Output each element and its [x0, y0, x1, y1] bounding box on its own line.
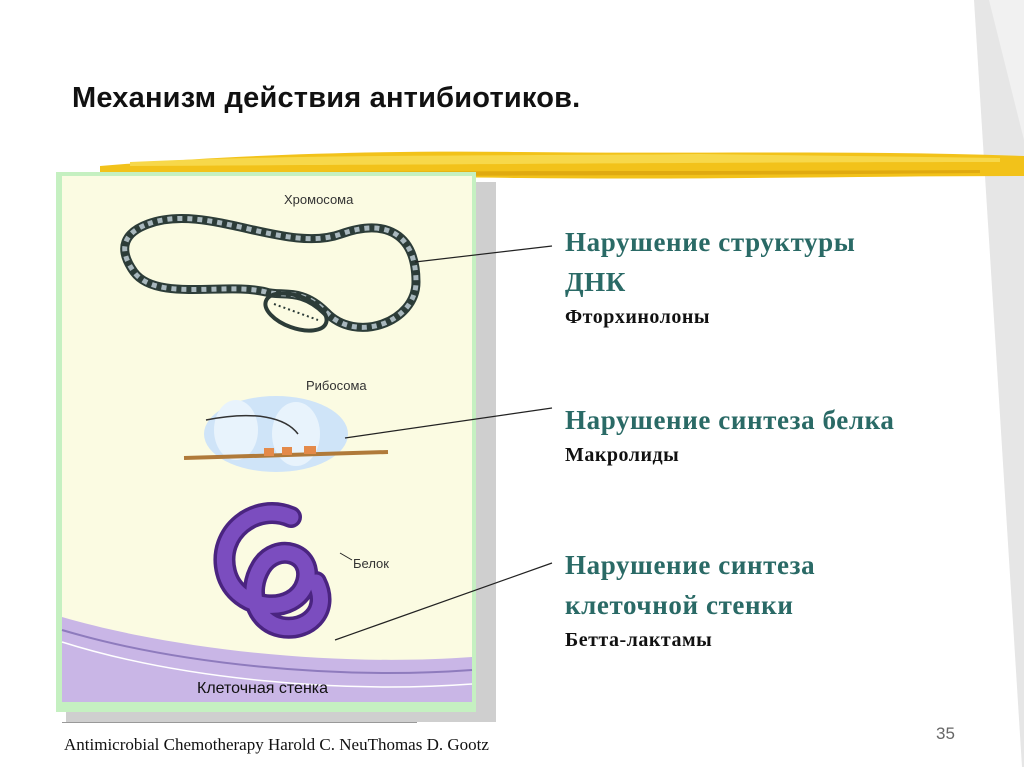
mechanism-cell-wall: Нарушение синтеза клеточной стенки Бетта… [565, 545, 815, 655]
protein-strand [213, 502, 332, 639]
mechanism-dna-heading-1: Нарушение структуры [565, 227, 856, 257]
mechanism-protein-synthesis: Нарушение синтеза белка Макролиды [565, 400, 894, 470]
mechanism-cell-wall-drug: Бетта-лактамы [565, 629, 713, 651]
label-protein: Белок [353, 556, 389, 571]
page-corner-fold [974, 0, 1024, 767]
label-chromosome: Хромосома [284, 192, 354, 207]
label-ribosome: Рибосома [306, 378, 367, 393]
mechanism-cell-wall-heading-1: Нарушение синтеза [565, 550, 816, 580]
chromosome-dna-helix [120, 214, 421, 333]
cell-illustration [56, 172, 496, 722]
bacterial-cell-figure: Хромосома Рибосома Белок Клеточная стенк… [56, 172, 502, 728]
mechanism-dna: Нарушение структуры ДНК Фторхинолоны [565, 222, 855, 332]
citation-text: Antimicrobial Chemotherapy Harold C. Neu… [64, 735, 489, 754]
citation-rule [62, 722, 417, 723]
cell-wall-band [62, 617, 472, 708]
mechanism-protein-drug: Макролиды [565, 444, 680, 466]
mechanism-dna-drug: Фторхинолоны [565, 306, 711, 328]
label-cell-wall: Клеточная стенка [197, 680, 329, 697]
mechanism-cell-wall-heading-2: клеточной стенки [565, 590, 794, 620]
slide-title: Механизм действия антибиотиков. [72, 82, 581, 114]
mechanism-dna-heading-2: ДНК [565, 267, 626, 297]
mechanism-protein-heading: Нарушение синтеза белка [565, 405, 895, 435]
page-number: 35 [936, 724, 955, 743]
ribosome [183, 396, 389, 472]
